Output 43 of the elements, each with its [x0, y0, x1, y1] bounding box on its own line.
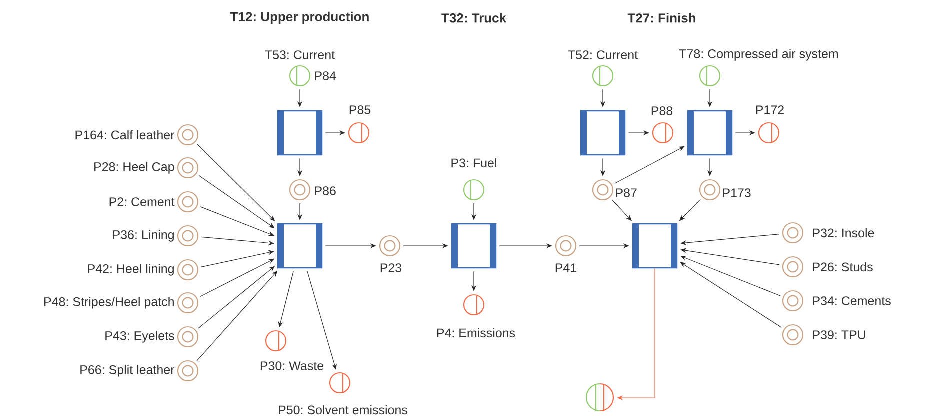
place-label: P172 [756, 106, 784, 114]
place-label: P32: Insole [813, 228, 874, 238]
transition-box [451, 223, 497, 269]
section-heading: T27: Finish [628, 13, 696, 23]
transition-box [580, 110, 626, 156]
process-label: T78: Compressed air system [679, 49, 838, 61]
place-label: P87 [616, 188, 637, 198]
place-label: P42: Heel lining [88, 264, 174, 276]
place-label: P3: Fuel [452, 158, 496, 168]
place-label: P66: Split leather [80, 365, 175, 377]
section-heading: T32: Truck [442, 13, 507, 23]
place-label: P164: Calf leather [76, 130, 175, 140]
place-label: P173 [723, 188, 751, 198]
transition-box [277, 223, 323, 269]
process-label: T52: Current [568, 50, 638, 60]
place-label: P39: TPU [813, 330, 866, 340]
place-label: P36: Lining [113, 230, 174, 242]
process-label: T53: Current [265, 50, 335, 60]
place-label: P86 [315, 186, 336, 196]
place-label: P23 [380, 264, 402, 272]
arrow [307, 271, 337, 370]
place-label: P28: Heel Cap [94, 162, 174, 174]
split-circle [586, 383, 614, 412]
transition-box [687, 110, 733, 156]
place-label: P85 [350, 106, 371, 114]
input-circle [699, 65, 721, 87]
arrow [680, 262, 782, 328]
arrow [197, 144, 276, 222]
place-label: P43: Eyelets [106, 331, 174, 343]
place-label: P30: Waste [260, 362, 324, 370]
place-label: P4: Emissions [437, 328, 516, 338]
place-label: P48: Stripes/Heel patch [44, 297, 174, 309]
place-label: P26: Studs [813, 262, 873, 272]
input-circle [592, 65, 614, 87]
transition-box [632, 223, 678, 269]
section-heading: T12: Upper production [230, 12, 369, 24]
place-label: P2: Cement [110, 198, 175, 206]
place-label: P50: Solvent emissions [279, 405, 408, 415]
place-label: P84 [315, 72, 336, 80]
transition-box [277, 110, 323, 156]
place-label: P88 [652, 106, 673, 116]
place-label: P34: Cements [813, 296, 891, 306]
place-label: P41 [556, 264, 576, 272]
